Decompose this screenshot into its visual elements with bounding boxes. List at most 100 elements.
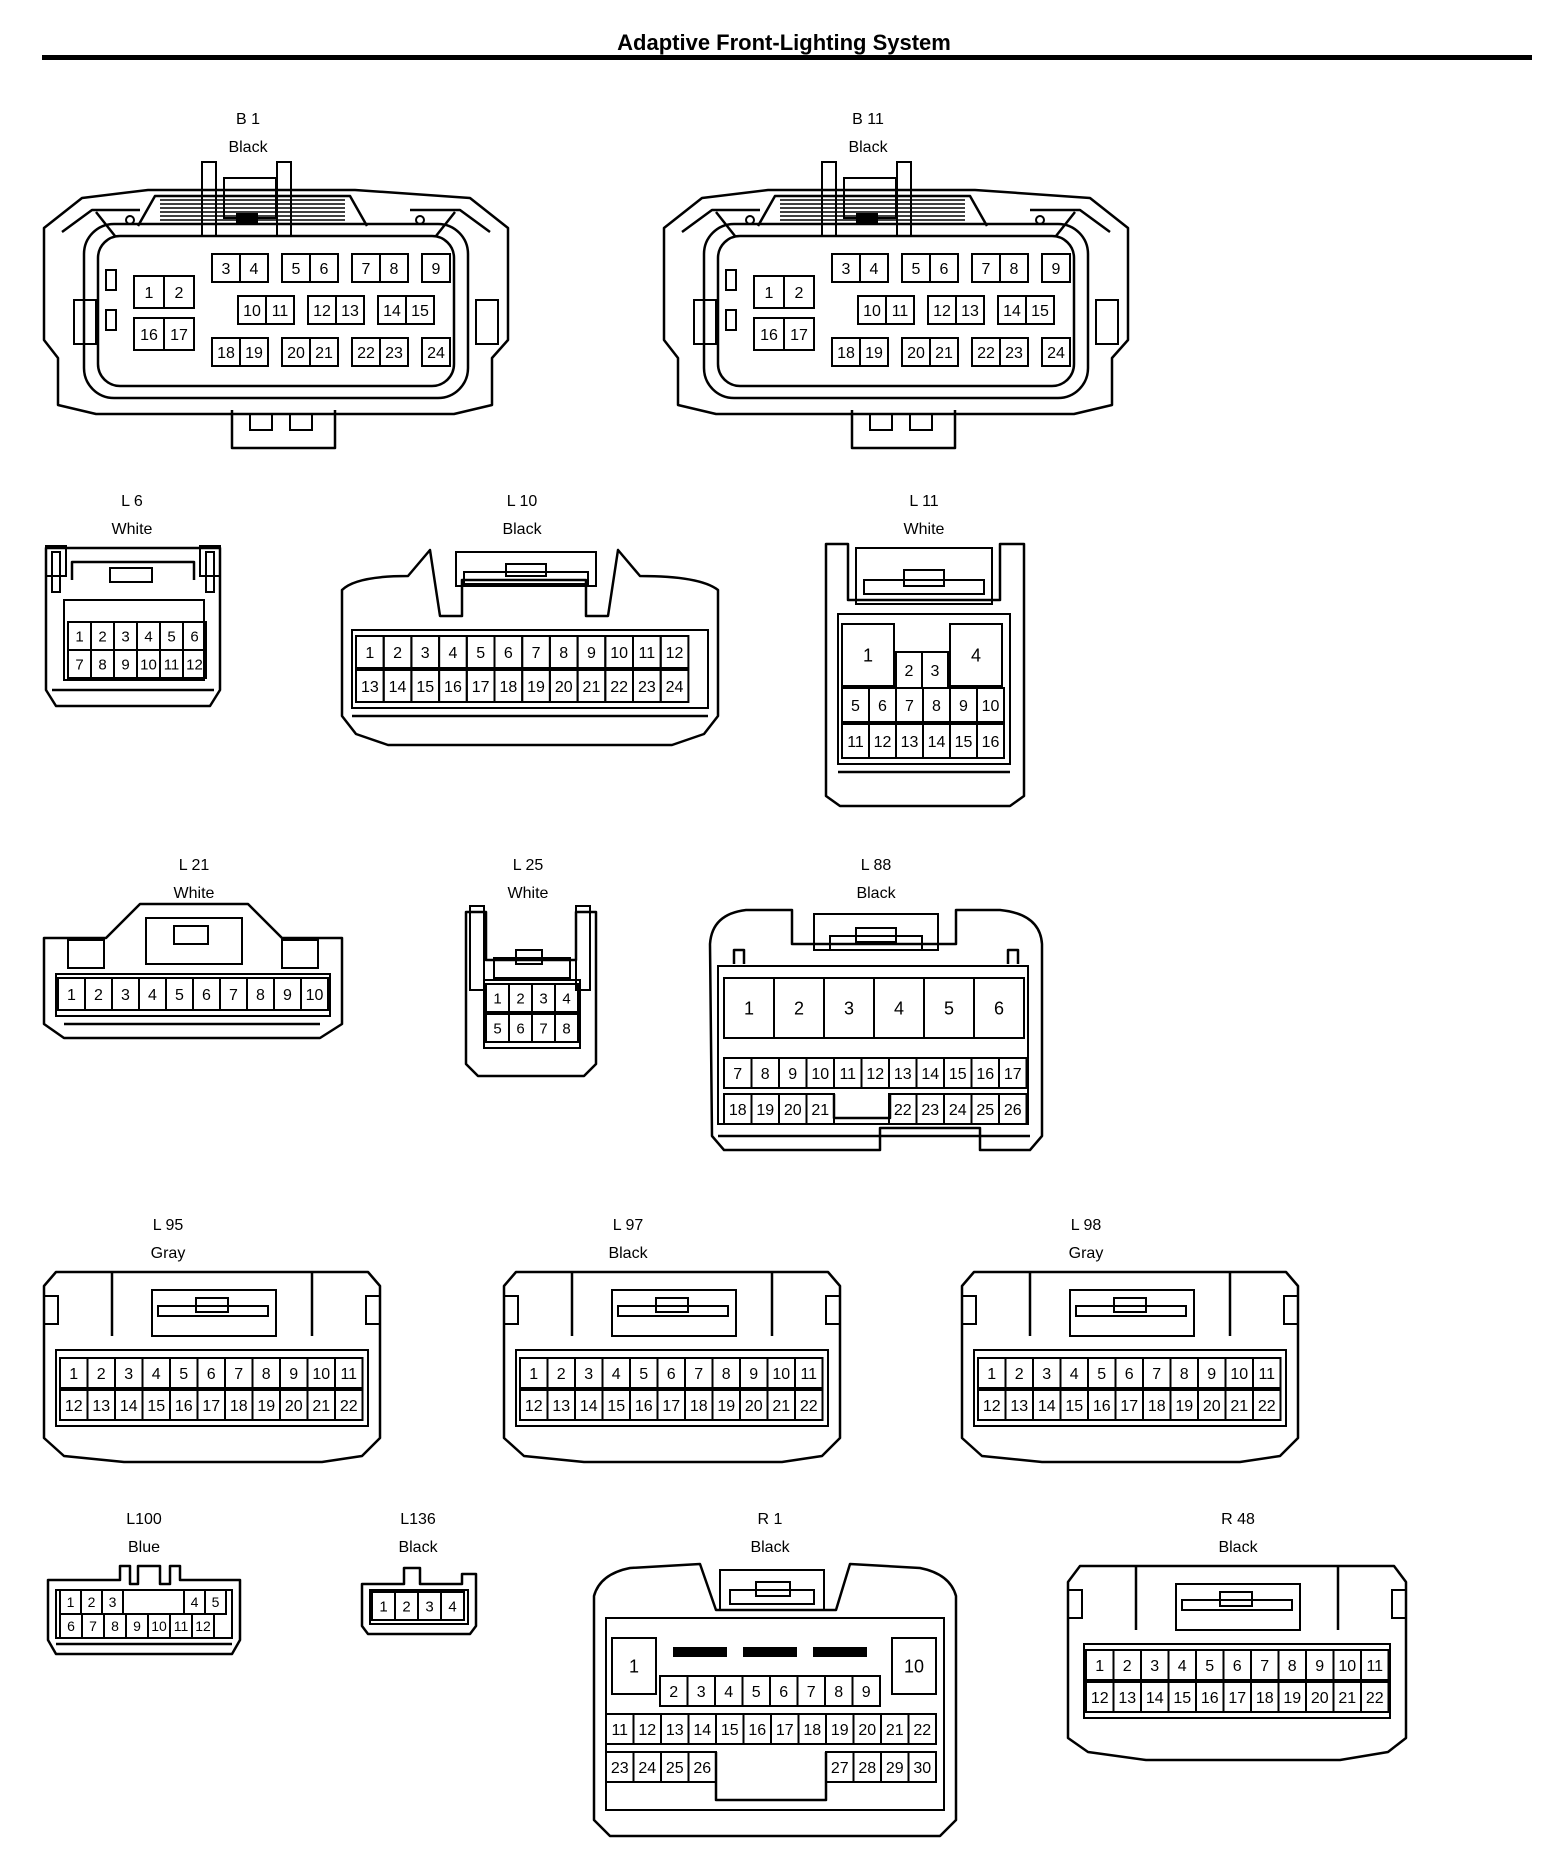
pin-number: 5 [851,698,860,715]
pin-number: 12 [874,734,892,751]
pin-number: 1 [765,285,774,302]
pin-number: 1 [863,645,873,665]
pin-number: 3 [121,987,130,1004]
pin-number: 3 [931,663,940,680]
pin-number: 6 [994,998,1004,1018]
pin-number: 10 [1230,1366,1248,1383]
pin-number: 1 [529,1366,538,1383]
pin-number: 15 [607,1398,625,1415]
pin-number: 4 [144,628,152,645]
pin-number: 10 [772,1366,790,1383]
pin-number: 10 [863,303,881,320]
pin-number: 7 [1152,1366,1161,1383]
connector-id: B 11 [852,111,884,128]
connector-id: L 88 [861,857,892,874]
pin-number: 12 [983,1398,1001,1415]
connector-color: Black [848,139,888,156]
pin-number: 11 [1366,1658,1383,1675]
pin-number: 20 [784,1102,802,1119]
pin-number: 21 [935,345,953,362]
pin-number: 24 [949,1102,967,1119]
pin-number: 21 [583,679,601,696]
pin-number: 8 [111,1618,119,1634]
pin-number: 21 [315,345,333,362]
pin-number: 5 [752,1684,761,1701]
pin-number: 29 [886,1760,904,1777]
pin-number: 14 [1003,303,1021,320]
pin-number: 25 [976,1102,994,1119]
pin-number: 1 [1095,1658,1104,1675]
pin-number: 5 [944,998,954,1018]
pin-number: 3 [425,1598,433,1615]
pin-number: 1 [365,645,374,662]
pin-number: 11 [847,734,864,751]
pin-number: 11 [800,1366,817,1383]
pin-number: 1 [987,1366,996,1383]
pin-number: 25 [666,1760,684,1777]
pin-number: 18 [217,345,235,362]
pin-number: 18 [499,679,517,696]
pin-number: 12 [866,1066,884,1083]
pin-number: 7 [539,1020,547,1037]
pin-number: 22 [357,345,375,362]
pin-number: 8 [262,1366,271,1383]
pin-number: 9 [121,656,129,673]
pin-number: 21 [1338,1690,1356,1707]
pin-number: 8 [834,1684,843,1701]
pin-number: 4 [870,261,879,278]
pin-number: 17 [790,327,808,344]
pin-number: 8 [559,645,568,662]
connector-color: Black [750,1539,790,1556]
pin-number: 7 [89,1618,97,1634]
pin-number: 3 [121,628,129,645]
pin-number: 7 [362,261,371,278]
connector-color: Gray [151,1245,186,1262]
pin-number: 17 [776,1722,794,1739]
pin-number: 23 [1005,345,1023,362]
pin-number: 7 [807,1684,816,1701]
pin-number: 17 [170,327,188,344]
pin-number: 1 [67,987,76,1004]
pin-number: 26 [1004,1102,1022,1119]
pin-number: 8 [390,261,399,278]
pin-number: 9 [283,987,292,1004]
pin-number: 7 [733,1066,742,1083]
pin-number: 4 [724,1684,733,1701]
pin-number: 3 [1042,1366,1051,1383]
connector-color: Black [856,885,896,902]
pin-number: 15 [1065,1398,1083,1415]
pin-number: 5 [292,261,301,278]
pin-number: 2 [175,285,184,302]
pin-number: 5 [639,1366,648,1383]
pin-number: 3 [124,1366,133,1383]
connector-id: L 97 [613,1217,644,1234]
connector-id: L 25 [513,857,544,874]
pin-number: 16 [976,1066,994,1083]
connector-color: Black [1218,1539,1258,1556]
pin-number: 2 [905,663,914,680]
pin-number: 13 [92,1398,110,1415]
pin-number: 16 [444,679,462,696]
pin-number: 2 [393,645,402,662]
pin-number: 2 [557,1366,566,1383]
pin-number: 22 [800,1398,818,1415]
pin-number: 16 [1093,1398,1111,1415]
pin-number: 7 [982,261,991,278]
page-title: Adaptive Front-Lighting System [617,30,951,55]
pin-number: 17 [1004,1066,1022,1083]
connector-color: Black [608,1245,648,1262]
pin-number: 1 [67,1594,75,1610]
pin-number: 10 [243,303,261,320]
pin-number: 4 [191,1594,199,1610]
pin-number: 10 [982,698,1000,715]
pin-number: 11 [892,303,909,320]
pin-number: 22 [913,1722,931,1739]
pin-number: 15 [949,1066,967,1083]
pin-number: 2 [402,1598,410,1615]
pin-number: 8 [1010,261,1019,278]
pin-number: 24 [427,345,445,362]
